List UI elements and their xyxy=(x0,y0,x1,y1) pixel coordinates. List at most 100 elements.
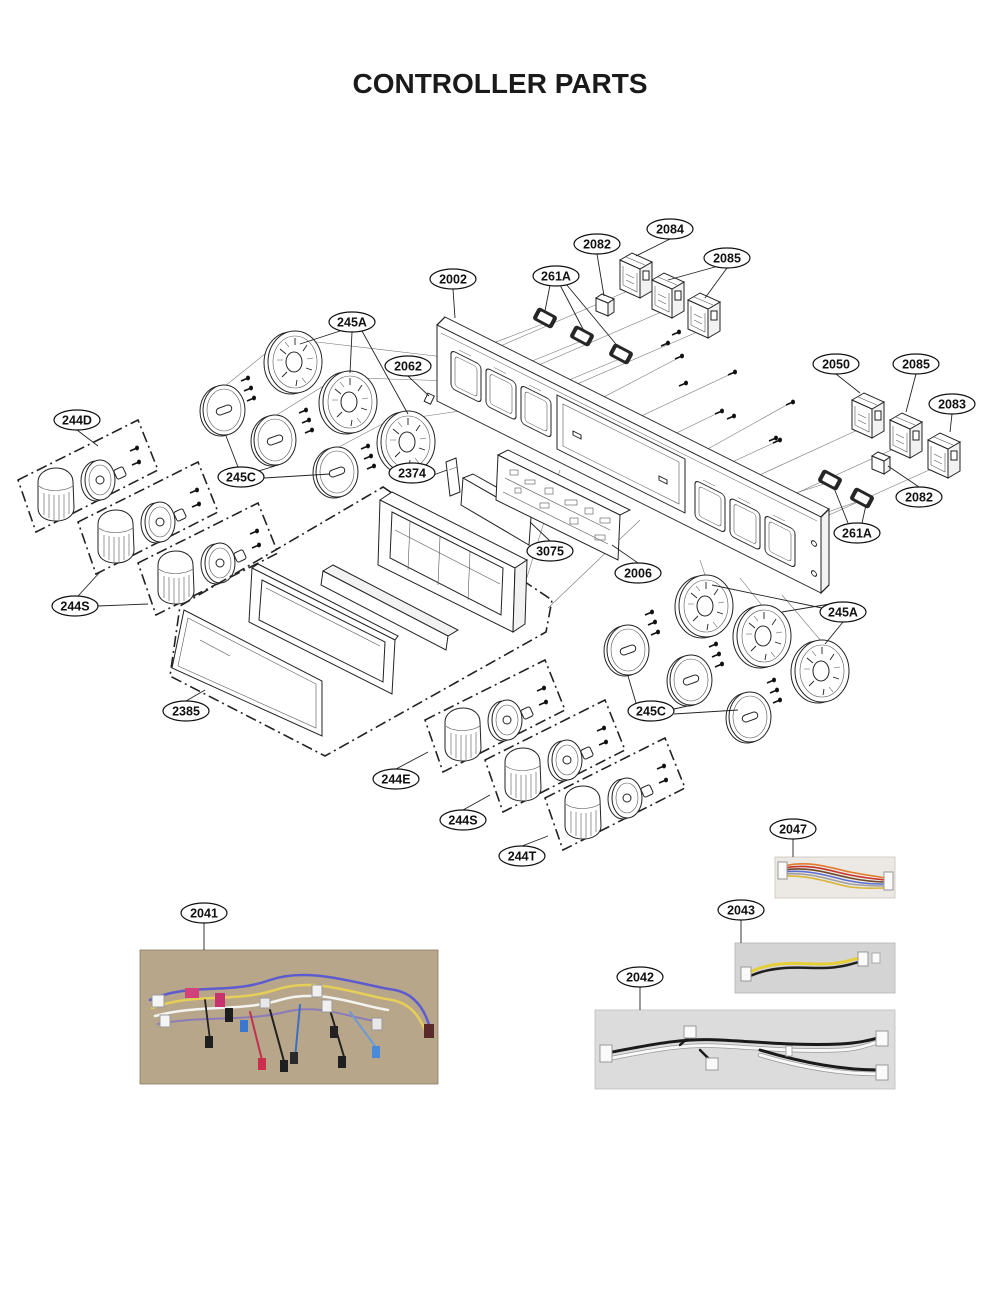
callout-label: 2041 xyxy=(190,907,218,921)
small-switch-2082-right xyxy=(870,451,892,475)
gasket-261A-right-a xyxy=(817,468,843,492)
knob-openings-left xyxy=(450,349,552,438)
switch-block-2085-b xyxy=(687,292,721,339)
dial-245A-2 xyxy=(318,370,378,435)
callout-label: 244S xyxy=(448,814,477,828)
callout-2374: 2374 xyxy=(388,462,436,484)
display-strip xyxy=(320,564,460,651)
knob-openings-right xyxy=(694,479,796,568)
dial-245C-3 xyxy=(312,446,359,499)
connector xyxy=(871,952,881,964)
connector xyxy=(740,966,752,982)
wire-bundle xyxy=(783,863,887,890)
callout-2006: 2006 xyxy=(614,562,662,584)
callout-label: 2082 xyxy=(583,238,611,252)
dial-245A-4 xyxy=(674,574,734,639)
callout-2050: 2050 xyxy=(812,353,860,375)
callout-label: 244T xyxy=(508,850,537,864)
display-window xyxy=(556,394,686,514)
callout-2043: 2043 xyxy=(717,899,765,921)
display-holder-2374 xyxy=(377,491,528,633)
connector xyxy=(705,1057,719,1071)
glass-panel-2385 xyxy=(171,609,323,737)
callout-label: 245C xyxy=(226,471,256,485)
knob-group-244E xyxy=(425,660,565,772)
callout-2084: 2084 xyxy=(646,218,694,240)
callout-2002: 2002 xyxy=(429,268,477,290)
switch-block-2083 xyxy=(927,432,961,479)
bracket-2374 xyxy=(445,457,461,497)
callout-2085-right: 2085 xyxy=(892,353,940,375)
callout-label: 245A xyxy=(828,606,858,620)
small-switch-2082 xyxy=(594,293,616,317)
callout-label: 244D xyxy=(62,414,92,428)
callout-label: 2083 xyxy=(938,398,966,412)
clip-2062 xyxy=(423,392,435,405)
callout-label: 2082 xyxy=(905,491,933,505)
callout-label: 245C xyxy=(636,705,666,719)
callout-label: 2043 xyxy=(727,904,755,918)
callout-label: 2062 xyxy=(394,360,422,374)
connector xyxy=(883,871,894,891)
callout-2041: 2041 xyxy=(180,902,228,924)
dial-245C-5 xyxy=(666,654,713,707)
callout-244D: 244D xyxy=(53,409,101,431)
wire-bundle xyxy=(748,955,864,978)
callout-245A-top: 245A xyxy=(328,311,376,333)
callout-label: 2385 xyxy=(172,705,200,719)
callout-label: 244E xyxy=(381,773,410,787)
callout-label: 2084 xyxy=(656,223,684,237)
callout-label: 3075 xyxy=(536,545,564,559)
callout-2082-right: 2082 xyxy=(895,486,943,508)
callout-245A-right: 245A xyxy=(819,601,867,623)
panel-screws xyxy=(660,328,796,444)
callout-label: 2006 xyxy=(624,567,652,581)
callout-label: 2047 xyxy=(779,823,807,837)
callout-label: 261A xyxy=(541,270,571,284)
connectors xyxy=(151,984,434,1072)
callout-2385: 2385 xyxy=(162,700,210,722)
connector xyxy=(857,951,869,967)
callout-label: 245A xyxy=(337,316,367,330)
gasket-261A-right-b xyxy=(849,486,875,510)
board-components xyxy=(502,469,611,545)
wire-clip xyxy=(785,1045,793,1057)
callout-2083: 2083 xyxy=(928,393,976,415)
control-board-2006 xyxy=(495,449,632,561)
dial-245C-2 xyxy=(250,414,297,467)
callout-244S-left: 244S xyxy=(51,595,99,617)
callout-3075: 3075 xyxy=(526,540,574,562)
dial-245C-6 xyxy=(725,691,772,744)
callout-label: 2050 xyxy=(822,358,850,372)
callout-244E: 244E xyxy=(372,768,420,790)
connector xyxy=(683,1025,697,1039)
control-panel xyxy=(436,316,830,595)
display-bezel xyxy=(248,563,399,695)
dial-245C-1 xyxy=(199,384,246,437)
callout-label: 2374 xyxy=(398,467,426,481)
dial-245A-6 xyxy=(790,639,850,704)
callout-label: 244S xyxy=(60,600,89,614)
connector xyxy=(599,1044,613,1063)
connector xyxy=(875,1030,889,1047)
harness-photo-2047 xyxy=(774,856,896,899)
callout-label: 2002 xyxy=(439,273,467,287)
callout-244S-bottom: 244S xyxy=(439,809,487,831)
callout-2082-top: 2082 xyxy=(573,233,621,255)
callout-label: 2085 xyxy=(902,358,930,372)
callout-label: 2042 xyxy=(626,971,654,985)
page-title: CONTROLLER PARTS xyxy=(352,68,647,99)
knob-group-244D xyxy=(18,420,158,532)
callout-2085-top: 2085 xyxy=(703,247,751,269)
harness-photo-2043 xyxy=(734,942,896,994)
callout-245C-right: 245C xyxy=(627,700,675,722)
dial-245A-5 xyxy=(732,604,792,669)
callout-label: 261A xyxy=(842,527,872,541)
harness-photo-2042 xyxy=(594,1009,896,1090)
callout-244T: 244T xyxy=(498,845,546,867)
wire-bundle xyxy=(609,1034,881,1077)
display-assembly-outline xyxy=(169,486,553,757)
callout-261A-right: 261A xyxy=(833,522,881,544)
callout-2047: 2047 xyxy=(769,818,817,840)
